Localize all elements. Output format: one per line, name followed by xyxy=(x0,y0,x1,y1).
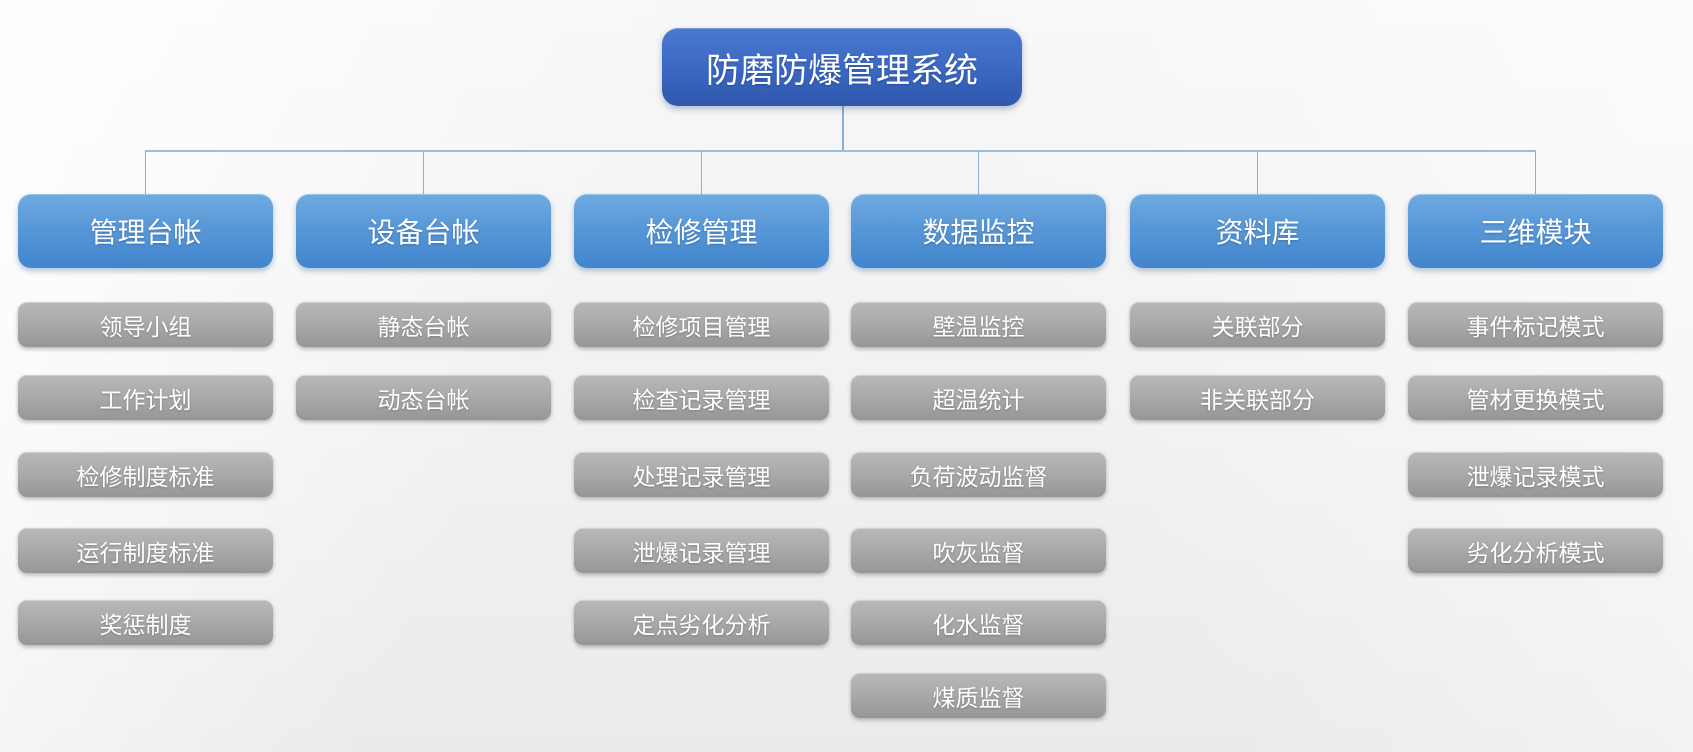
child-node: 煤质监督 xyxy=(851,673,1106,718)
node-3d-module: 三维模块 xyxy=(1408,194,1663,268)
connector-drop-5 xyxy=(1257,151,1258,194)
child-node: 奖惩制度 xyxy=(18,600,273,645)
child-node: 化水监督 xyxy=(851,600,1106,645)
child-node: 动态台帐 xyxy=(296,375,551,420)
node-document-library: 资料库 xyxy=(1130,194,1385,268)
child-node: 处理记录管理 xyxy=(574,452,829,497)
node-equipment-ledger: 设备台帐 xyxy=(296,194,551,268)
child-node: 定点劣化分析 xyxy=(574,600,829,645)
child-node: 超温统计 xyxy=(851,375,1106,420)
child-node: 检查记录管理 xyxy=(574,375,829,420)
connector-drop-6 xyxy=(1535,151,1536,194)
child-node: 关联部分 xyxy=(1130,302,1385,347)
child-node: 壁温监控 xyxy=(851,302,1106,347)
child-node: 吹灰监督 xyxy=(851,528,1106,573)
child-node: 非关联部分 xyxy=(1130,375,1385,420)
child-node: 静态台帐 xyxy=(296,302,551,347)
connector-drop-1 xyxy=(145,151,146,194)
connector-root-drop xyxy=(842,106,844,151)
connector-drop-2 xyxy=(423,151,424,194)
child-node: 工作计划 xyxy=(18,375,273,420)
connector-drop-3 xyxy=(701,151,702,194)
child-node: 泄爆记录模式 xyxy=(1408,452,1663,497)
root-node: 防磨防爆管理系统 xyxy=(662,28,1022,106)
child-node: 检修项目管理 xyxy=(574,302,829,347)
child-node: 劣化分析模式 xyxy=(1408,528,1663,573)
child-node: 检修制度标准 xyxy=(18,452,273,497)
connector-drop-4 xyxy=(978,151,979,194)
connector-horizontal xyxy=(145,150,1536,152)
child-node: 负荷波动监督 xyxy=(851,452,1106,497)
child-node: 泄爆记录管理 xyxy=(574,528,829,573)
node-maintenance-management: 检修管理 xyxy=(574,194,829,268)
node-data-monitoring: 数据监控 xyxy=(851,194,1106,268)
node-management-ledger: 管理台帐 xyxy=(18,194,273,268)
child-node: 领导小组 xyxy=(18,302,273,347)
child-node: 运行制度标准 xyxy=(18,528,273,573)
child-node: 管材更换模式 xyxy=(1408,375,1663,420)
child-node: 事件标记模式 xyxy=(1408,302,1663,347)
